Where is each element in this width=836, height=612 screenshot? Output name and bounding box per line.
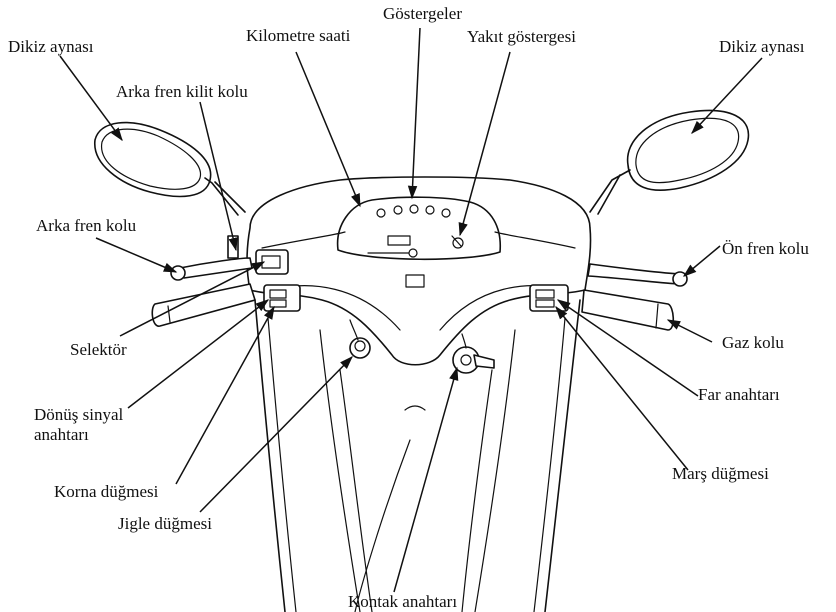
label-mars-dugmesi: Marş düğmesi: [672, 464, 769, 484]
label-on-fren-kolu: Ön fren kolu: [722, 239, 809, 259]
label-donus-sinyal-anahtari: Dönüş sinyal anahtarı: [34, 405, 154, 445]
label-arka-fren-kolu: Arka fren kolu: [36, 216, 136, 236]
label-gaz-kolu: Gaz kolu: [722, 333, 784, 353]
label-korna-dugmesi: Korna düğmesi: [54, 482, 158, 502]
handlebar-cover: [247, 177, 591, 365]
leader-gostergeler: [412, 28, 420, 198]
leader-jigle: [200, 357, 352, 512]
label-jigle-dugmesi: Jigle düğmesi: [118, 514, 212, 534]
label-yakit-gostergesi: Yakıt göstergesi: [467, 27, 576, 47]
leader-kontak: [394, 368, 457, 592]
leader-on-fren-kolu: [684, 246, 720, 276]
label-gostergeler: Göstergeler: [383, 4, 462, 24]
label-arka-fren-kilit-kolu: Arka fren kilit kolu: [116, 82, 248, 102]
right-mirror: [590, 110, 748, 214]
leader-gaz-kolu: [668, 320, 712, 342]
leader-arka-fren-kolu: [96, 238, 176, 272]
label-far-anahtari: Far anahtarı: [698, 385, 780, 405]
left-mirror: [95, 123, 245, 215]
label-selektor: Selektör: [70, 340, 127, 360]
leader-mars: [556, 307, 688, 470]
label-dikiz-aynasi-right: Dikiz aynası: [719, 37, 804, 57]
leader-dikiz-left: [60, 56, 122, 140]
label-kilometre-saati: Kilometre saati: [246, 26, 350, 46]
label-kontak-anahtari: Kontak anahtarı: [348, 592, 457, 612]
label-dikiz-aynasi-left: Dikiz aynası: [8, 37, 93, 57]
